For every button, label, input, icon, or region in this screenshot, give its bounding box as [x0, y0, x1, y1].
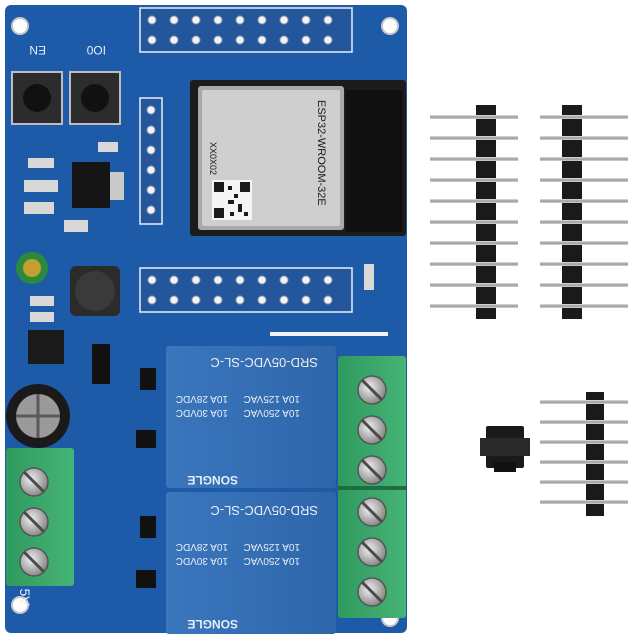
en-button [11, 71, 63, 125]
relay-1-model: SRD-05VDC-SL-C [210, 355, 318, 370]
inductor-l1 [70, 266, 120, 316]
label-io0: IO0 [86, 43, 106, 57]
label-en: EN [29, 43, 46, 57]
relay-1-rating-2: 10A 125VAC [243, 393, 300, 404]
relay-1-brand: SONGLE [187, 473, 238, 487]
relay-2-brand: SONGLE [187, 617, 238, 631]
relay-terminal-block [338, 356, 406, 618]
capacitor-c7 [16, 252, 48, 284]
middle-pin-header-pads [139, 267, 353, 313]
module-code: XX0X02 [208, 142, 218, 175]
relay-1-rating-4: 10A 28VDC [176, 393, 228, 404]
relay-1-rating-1: 10A 250VAC [243, 407, 300, 418]
smd-parts [24, 142, 374, 588]
relay-2-rating-4: 10A 28VDC [176, 541, 228, 552]
pin-header-long-2 [540, 105, 628, 319]
pin-header-short [540, 392, 628, 516]
relay-1-rating-3: 10A 30VDC [176, 407, 228, 418]
relay-2-rating-1: 10A 250VAC [243, 555, 300, 566]
relay-2: SRD-05VDC-SL-C 10A 250VAC 10A 125VAC 10A… [166, 492, 336, 634]
io0-button [69, 71, 121, 125]
top-pin-header-pads [139, 7, 353, 53]
power-terminal-block [6, 448, 74, 586]
ic-chip [28, 330, 64, 364]
relay-2-rating-2: 10A 125VAC [243, 541, 300, 552]
relay-1: SRD-05VDC-SL-C 10A 250VAC 10A 125VAC 10A… [166, 346, 336, 488]
module-name: ESP32-WROOM-32E [315, 100, 327, 206]
esp32-module [190, 80, 406, 236]
pin-header-long-1 [430, 105, 518, 319]
voltage-regulator [72, 162, 124, 208]
relay-2-rating-3: 10A 30VDC [176, 555, 228, 566]
p4-pin-pads [139, 97, 163, 225]
relay-2-model: SRD-05VDC-SL-C [210, 503, 318, 518]
electrolytic-capacitor [6, 384, 70, 448]
jumper-cap [480, 426, 530, 472]
